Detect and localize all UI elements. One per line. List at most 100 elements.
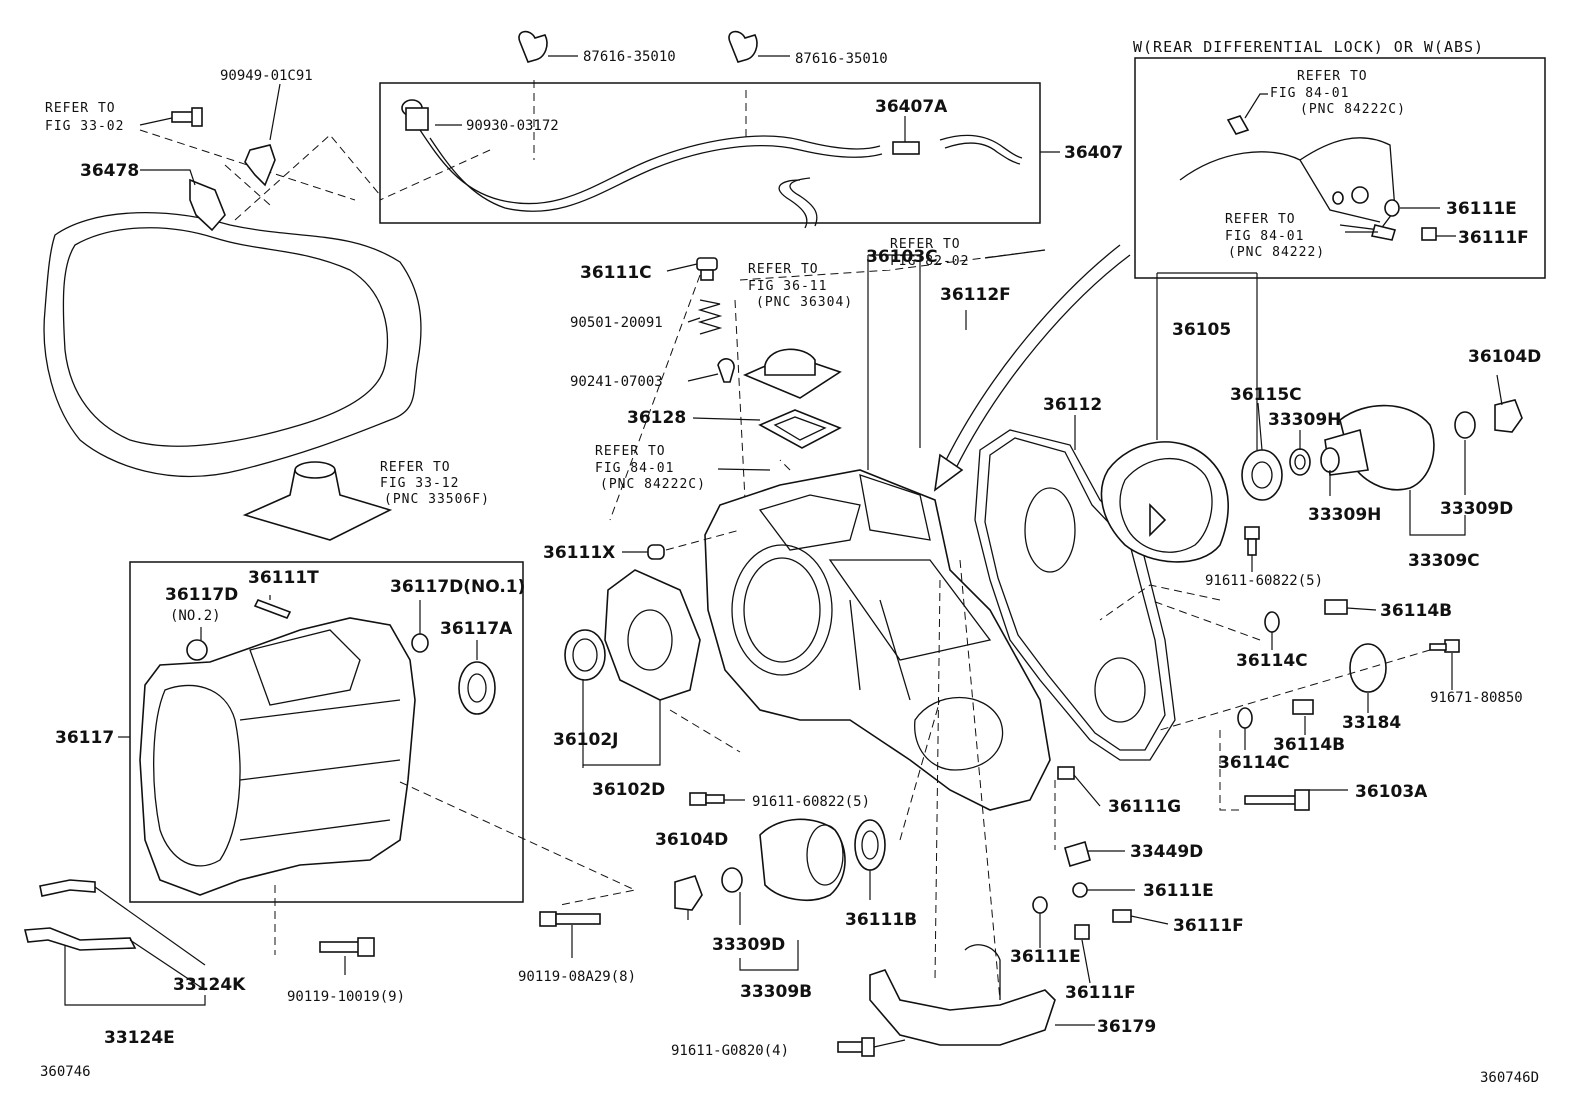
oil-seal-36102J: [564, 629, 606, 681]
bolt-91611-60822-a: [1244, 526, 1260, 556]
label-36103C: 36103C: [866, 247, 938, 267]
leader-lines: [64, 55, 1503, 1048]
svg-text:REFER TO: REFER TO: [1225, 212, 1296, 227]
label-33309H-b: 33309H: [1308, 505, 1381, 525]
pin-36111G: [1057, 766, 1075, 780]
label-90241: 90241-07003: [570, 374, 663, 390]
svg-text:REFER TO: REFER TO: [45, 101, 116, 116]
label-36104D-top: 36104D: [1468, 347, 1541, 367]
gasket-36112: [974, 429, 1176, 761]
washer-33309D-bot: [721, 867, 743, 893]
washer-33309D-top: [1454, 411, 1476, 439]
svg-text:REFER TO: REFER TO: [748, 262, 819, 277]
label-36111X: 36111X: [543, 543, 615, 563]
label-36111E-inset: 36111E: [1446, 199, 1517, 219]
label-36117: 36117: [55, 728, 114, 748]
label-36117D-no2-sub: (NO.2): [170, 608, 221, 624]
label-36103A: 36103A: [1355, 782, 1428, 802]
skid-plate-36179: [869, 944, 1056, 1046]
spring-90501: [697, 299, 723, 335]
extension-housing-36117: [139, 617, 416, 896]
label-36114C-a: 36114C: [1236, 651, 1308, 671]
nut-36104D-bot: [674, 875, 703, 911]
bolt-90119-08A29: [539, 911, 601, 927]
refer-fig-84-01-inset-a: REFER TO FIG 84-01 (PNC 84222C): [1270, 69, 1406, 117]
plug-36117D-no2: [186, 639, 208, 661]
extension-housing-box: [129, 561, 524, 903]
bolt-90119-10019: [319, 937, 375, 957]
rear-cover-36102D: [604, 569, 701, 701]
pin-90241: [717, 358, 735, 383]
inset-arrow: [933, 244, 1131, 492]
label-36179: 36179: [1097, 1017, 1156, 1037]
label-36111F-inset: 36111F: [1458, 228, 1529, 248]
plug-36117D-no1: [411, 633, 429, 653]
svg-text:FIG 84-01: FIG 84-01: [1270, 86, 1349, 101]
inset-title: W(REAR DIFFERENTIAL LOCK) OR W(ABS): [1133, 38, 1484, 56]
label-36478: 36478: [80, 161, 139, 181]
label-36117D-no2: 36117D: [165, 585, 238, 605]
pin-36111T: [253, 598, 292, 620]
svg-text:FIG 84-01: FIG 84-01: [1225, 229, 1304, 244]
plug-36114B-a: [1324, 599, 1348, 615]
clip-87616-a: [518, 30, 548, 63]
gasket-36128: [758, 409, 842, 449]
refer-fig-36-11: REFER TO FIG 36-11 (PNC 36304): [748, 262, 853, 310]
washer-36114C-b: [1237, 707, 1253, 729]
bolt-36111F-a: [1112, 909, 1132, 923]
label-87616-b: 87616-35010: [795, 51, 888, 67]
refer-fig-84-01-inset-b: REFER TO FIG 84-01 (PNC 84222): [1225, 212, 1324, 260]
label-36111F-b: 36111F: [1065, 983, 1136, 1003]
plug-36111E-a: [1072, 882, 1088, 898]
refer-fig-82-02: REFER TO FIG 82-02: [890, 237, 968, 269]
bolt-refer-33-02: [171, 107, 203, 127]
bolt-36111F-b: [1074, 924, 1090, 940]
label-36407: 36407: [1064, 143, 1123, 163]
svg-text:(PNC 84222C): (PNC 84222C): [1300, 102, 1406, 117]
transmission-case-outline: [43, 212, 422, 477]
label-87616-a: 87616-35010: [583, 49, 676, 65]
svg-text:REFER TO: REFER TO: [890, 237, 961, 252]
label-36102D: 36102D: [592, 780, 665, 800]
refer-fig-33-12: REFER TO FIG 33-12 (PNC 33506F): [380, 460, 490, 507]
svg-text:(PNC 36304): (PNC 36304): [756, 295, 853, 310]
washer-36114C-a: [1264, 611, 1280, 633]
case-cover-36105: [1100, 441, 1229, 563]
svg-text:(PNC 33506F): (PNC 33506F): [384, 492, 490, 507]
svg-text:FIG 36-11: FIG 36-11: [748, 279, 827, 294]
label-36117A: 36117A: [440, 619, 513, 639]
label-36114B-b: 36114B: [1273, 735, 1345, 755]
bolt-91611-60822-b: [689, 792, 725, 806]
bearing-36115C: [1241, 449, 1283, 501]
plug-36111C: [696, 257, 718, 281]
svg-text:REFER TO: REFER TO: [595, 444, 666, 459]
seal-36111B: [854, 819, 886, 871]
clip-87616-b: [728, 30, 758, 63]
cover-plate-36304: [742, 348, 842, 399]
label-36111C: 36111C: [580, 263, 652, 283]
bracket-33124E: [23, 927, 137, 951]
label-33449D: 33449D: [1130, 842, 1203, 862]
svg-text:FIG 84-01: FIG 84-01: [595, 461, 674, 476]
label-90119-08A29: 90119-08A29(8): [518, 969, 636, 985]
label-36102J: 36102J: [553, 730, 618, 750]
bracket-36478: [189, 178, 226, 232]
label-36111E-b: 36111E: [1010, 947, 1081, 967]
label-91611-60822-b: 91611-60822(5): [752, 794, 870, 810]
seal-33309H-a: [1289, 448, 1311, 476]
label-91611-60822-a: 91611-60822(5): [1205, 573, 1323, 589]
label-36105: 36105: [1172, 320, 1231, 340]
label-91611-G0820: 91611-G0820(4): [671, 1043, 789, 1059]
label-33184: 33184: [1342, 713, 1401, 733]
label-90501: 90501-20091: [570, 315, 663, 331]
plug-36111E-b: [1032, 896, 1048, 914]
hose-assembly-box: [379, 82, 1041, 224]
bolt-91671: [1429, 639, 1460, 653]
svg-text:FIG 33-12: FIG 33-12: [380, 476, 459, 491]
label-33309B: 33309B: [740, 982, 812, 1002]
label-33124E: 33124E: [104, 1028, 175, 1048]
label-36112F: 36112F: [940, 285, 1011, 305]
label-36111B: 36111B: [845, 910, 917, 930]
bolt-91611-G0820: [837, 1037, 875, 1057]
